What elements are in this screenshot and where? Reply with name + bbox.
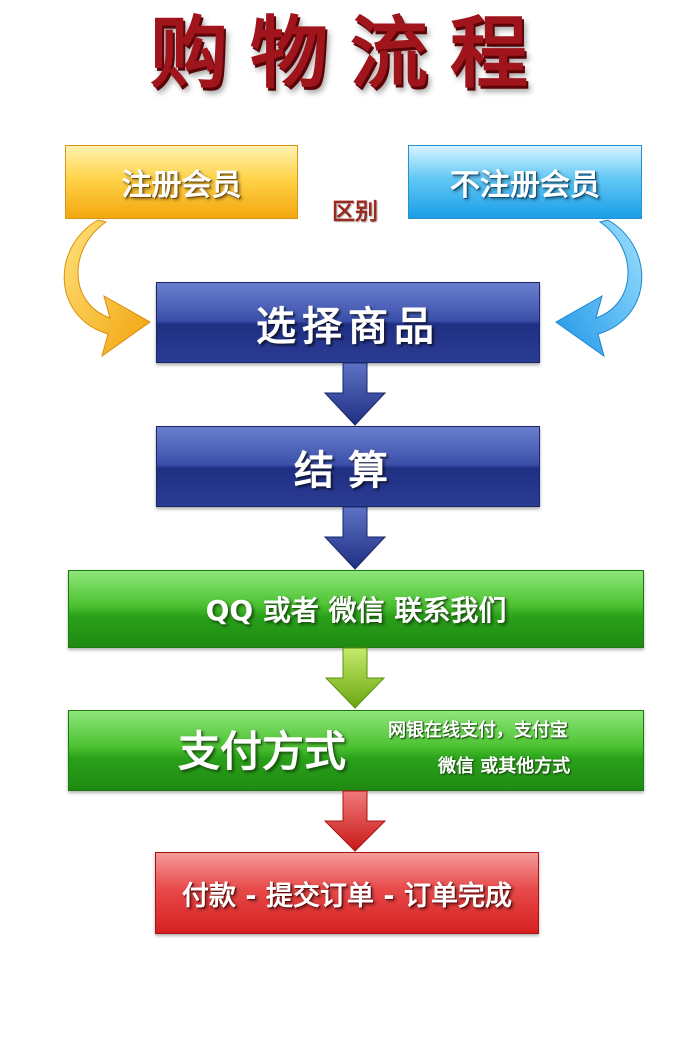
page-title: 购物流程 <box>149 8 550 99</box>
payment-method-title: 支付方式 <box>178 727 347 776</box>
difference-label: 区别 <box>332 199 378 225</box>
payment-options-line-1: 网银在线支付，支付宝 <box>388 720 568 741</box>
non-member-box: 不注册会员 <box>408 145 642 219</box>
checkout-step: 结算 <box>156 426 540 507</box>
arrow-down-icon <box>323 506 387 570</box>
order-complete-step: 付款 - 提交订单 - 订单完成 <box>155 852 539 934</box>
payment-options-line-2: 微信 或其他方式 <box>438 756 571 777</box>
payment-method-step <box>68 710 644 791</box>
arrow-down-icon <box>323 790 387 852</box>
curved-arrow-right-icon <box>63 219 151 358</box>
contact-us-step: QQ 或者 微信 联系我们 <box>68 570 644 648</box>
arrow-down-icon <box>323 362 387 426</box>
arrow-down-icon <box>324 647 386 709</box>
select-goods-step: 选择商品 <box>156 282 540 363</box>
curved-arrow-left-icon <box>555 219 643 358</box>
member-box: 注册会员 <box>65 145 298 219</box>
